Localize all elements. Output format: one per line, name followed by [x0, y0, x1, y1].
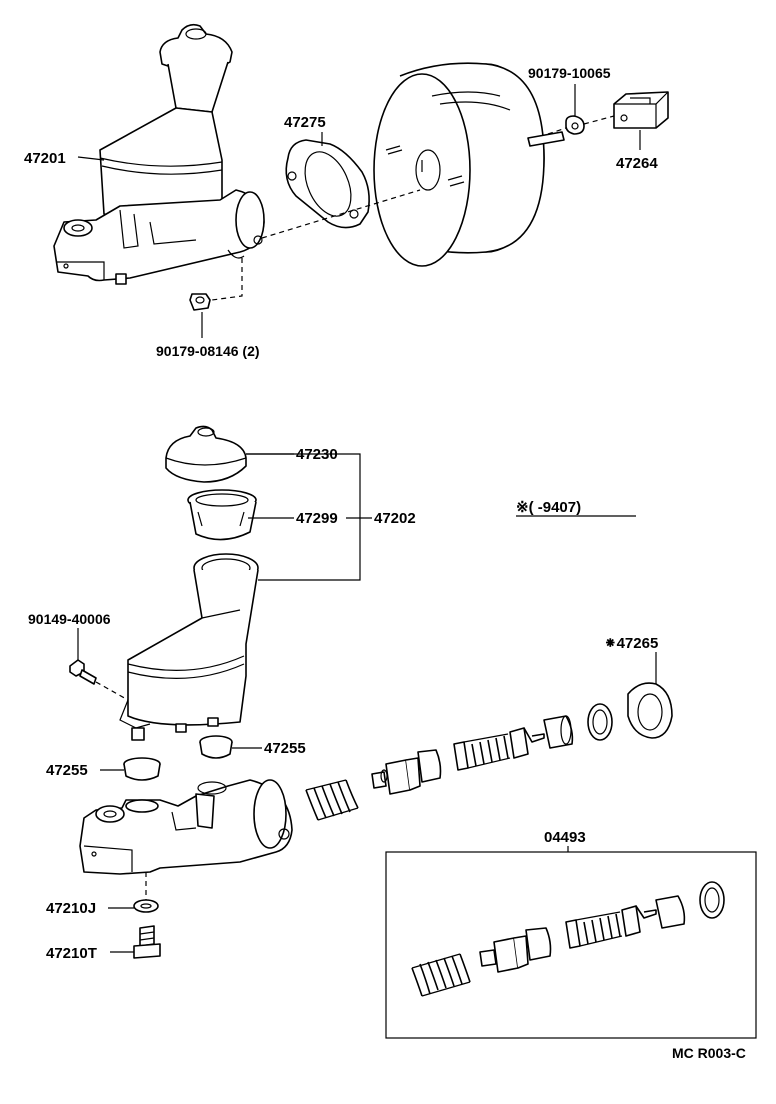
- gasket-47275: [285, 139, 370, 229]
- cylinder-body-bottom: [79, 779, 293, 875]
- label-47210T: 47210T: [46, 945, 97, 962]
- brake-booster: [373, 62, 565, 267]
- seal-47265: [627, 682, 673, 739]
- label-47265: ⁕47265: [604, 635, 658, 652]
- top-dash-cyl-booster: [261, 189, 421, 239]
- label-47255-left: 47255: [46, 762, 88, 779]
- label-47201: 47201: [24, 150, 66, 167]
- strainer-47299: [187, 489, 257, 541]
- screw-90149-40006: [69, 659, 97, 685]
- label-ref-code: MC R003-C: [672, 1045, 746, 1061]
- label-90179-10065: 90179-10065: [528, 65, 611, 81]
- reservoir-47202: [119, 553, 259, 741]
- dash-screw-reservoir: [95, 681, 129, 701]
- label-04493: 04493: [544, 829, 586, 846]
- bolt-47210T: [133, 925, 161, 959]
- washer-47210J: [133, 899, 159, 913]
- nut-90179-08146: [189, 293, 211, 311]
- label-90149-40006: 90149-40006: [28, 611, 111, 627]
- label-47275: 47275: [284, 114, 326, 131]
- piston-kit-exploded: [305, 715, 574, 821]
- label-47255-right: 47255: [264, 740, 306, 757]
- reservoir-cap-47230: [165, 425, 247, 483]
- top-dash-nut-clevis: [583, 115, 615, 125]
- top-dash-bolt: [211, 258, 243, 301]
- kit-box-04493: [385, 851, 757, 1039]
- label-47264: 47264: [616, 155, 658, 172]
- nut-90179-10065: [565, 115, 585, 135]
- master-cylinder-assembly-top: [53, 23, 265, 285]
- label-47210J: 47210J: [46, 900, 96, 917]
- top-dash-booster-nut: [547, 127, 567, 135]
- label-date-note: ※( -9407): [516, 499, 581, 516]
- label-47230: 47230: [296, 446, 338, 463]
- snap-ring: [587, 703, 613, 741]
- label-47299: 47299: [296, 510, 338, 527]
- bracket-47202: [246, 453, 361, 581]
- clevis-47264: [613, 91, 669, 129]
- label-47202: 47202: [374, 510, 416, 527]
- grommet-47255-right: [199, 735, 233, 759]
- grommet-47255-left: [123, 757, 161, 781]
- label-90179-08146: 90179-08146 (2): [156, 343, 260, 359]
